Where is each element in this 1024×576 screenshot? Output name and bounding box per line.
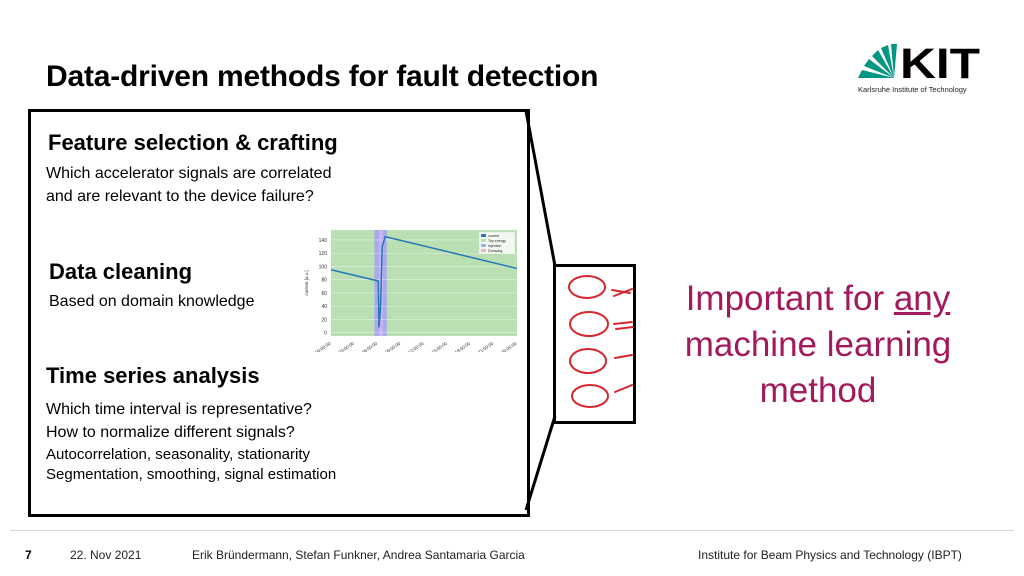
footer-authors: Erik Bründermann, Stefan Funkner, Andrea… [192, 548, 525, 562]
red-tick-icon [611, 288, 633, 297]
legend-label: Injection [488, 244, 501, 248]
beam-current-plot: 0 20 40 60 80 100 120 140 00:00:00 03:00:00 06:00:… [304, 230, 518, 352]
kit-logo: KIT [858, 40, 980, 88]
legend-label: current [488, 234, 499, 238]
x-tick-label: 09:00:00 [384, 340, 402, 352]
time-series-line-1: Which time interval is representative? [46, 401, 312, 418]
x-tick-label: 00:00:00 [314, 340, 332, 352]
red-circle-icon [571, 384, 609, 408]
y-tick-label: 140 [319, 238, 328, 244]
callout-underlined-word: any [893, 279, 951, 318]
red-tick-icon [614, 354, 633, 359]
y-tick-label: 60 [321, 291, 327, 297]
x-tick-label: 18:00:00 [454, 340, 472, 352]
callout-line-2: machine learning [684, 325, 952, 364]
time-series-small-line-1: Autocorrelation, seasonality, stationari… [46, 446, 311, 463]
footer-divider [10, 530, 1014, 531]
callout-line-1: Important for any [685, 279, 951, 318]
x-tick-label: 21:00:00 [477, 340, 495, 352]
y-axis-label: current [a.u.] [304, 270, 309, 295]
kit-logo-subtitle: Karlsruhe Institute of Technology [858, 85, 967, 94]
data-cleaning-line-1: Based on domain knowledge [49, 293, 255, 310]
x-tick-label: 15:00:00 [431, 340, 449, 352]
y-tick-label: 100 [319, 264, 328, 270]
data-cleaning-title: Data cleaning [49, 259, 193, 284]
y-tick-label: 20 [321, 317, 327, 323]
callout-text: Important for any machine learning metho… [648, 276, 988, 414]
feature-selection-line-1: Which accelerator signals are correlated [46, 165, 332, 182]
kit-logo-fan-icon [858, 44, 897, 78]
plot-legend [478, 231, 516, 255]
slide-title: Data-driven methods for fault detection [46, 60, 599, 93]
callout-line-3: method [759, 371, 877, 410]
red-circle-icon [569, 311, 609, 337]
legend-label: Top energy [488, 239, 506, 243]
legend-swatch [481, 244, 486, 247]
page-number: 7 [25, 548, 32, 562]
x-tick-label: 00:00:00 [500, 340, 518, 352]
footer-institute: Institute for Beam Physics and Technolog… [698, 548, 962, 562]
content-box [28, 109, 530, 517]
footer-date: 22. Nov 2021 [70, 548, 142, 562]
legend-swatch [481, 234, 486, 237]
legend-swatch [481, 239, 486, 242]
red-tick-icon [614, 384, 633, 393]
x-tick-label: 03:00:00 [338, 340, 356, 352]
highlight-box [553, 264, 636, 424]
red-circle-icon [568, 275, 606, 299]
y-tick-label: 40 [321, 304, 327, 310]
y-tick-label: 80 [321, 278, 327, 284]
y-tick-label: 0 [324, 331, 327, 337]
red-circle-icon [569, 348, 607, 374]
red-tick-icon [613, 321, 634, 330]
time-series-title: Time series analysis [46, 363, 260, 388]
legend-swatch [481, 249, 486, 252]
time-series-line-2: How to normalize different signals? [46, 424, 295, 441]
kit-logo-text: KIT [900, 40, 980, 88]
legend-label: Dumping [488, 249, 502, 253]
x-tick-label: 06:00:00 [361, 340, 379, 352]
feature-selection-line-2: and are relevant to the device failure? [46, 188, 314, 205]
time-series-small-line-2: Segmentation, smoothing, signal estimati… [46, 466, 337, 483]
current-series-line [330, 235, 518, 328]
y-tick-label: 120 [319, 251, 328, 257]
x-tick-label: 12:00:00 [407, 340, 425, 352]
feature-selection-title: Feature selection & crafting [48, 130, 338, 155]
